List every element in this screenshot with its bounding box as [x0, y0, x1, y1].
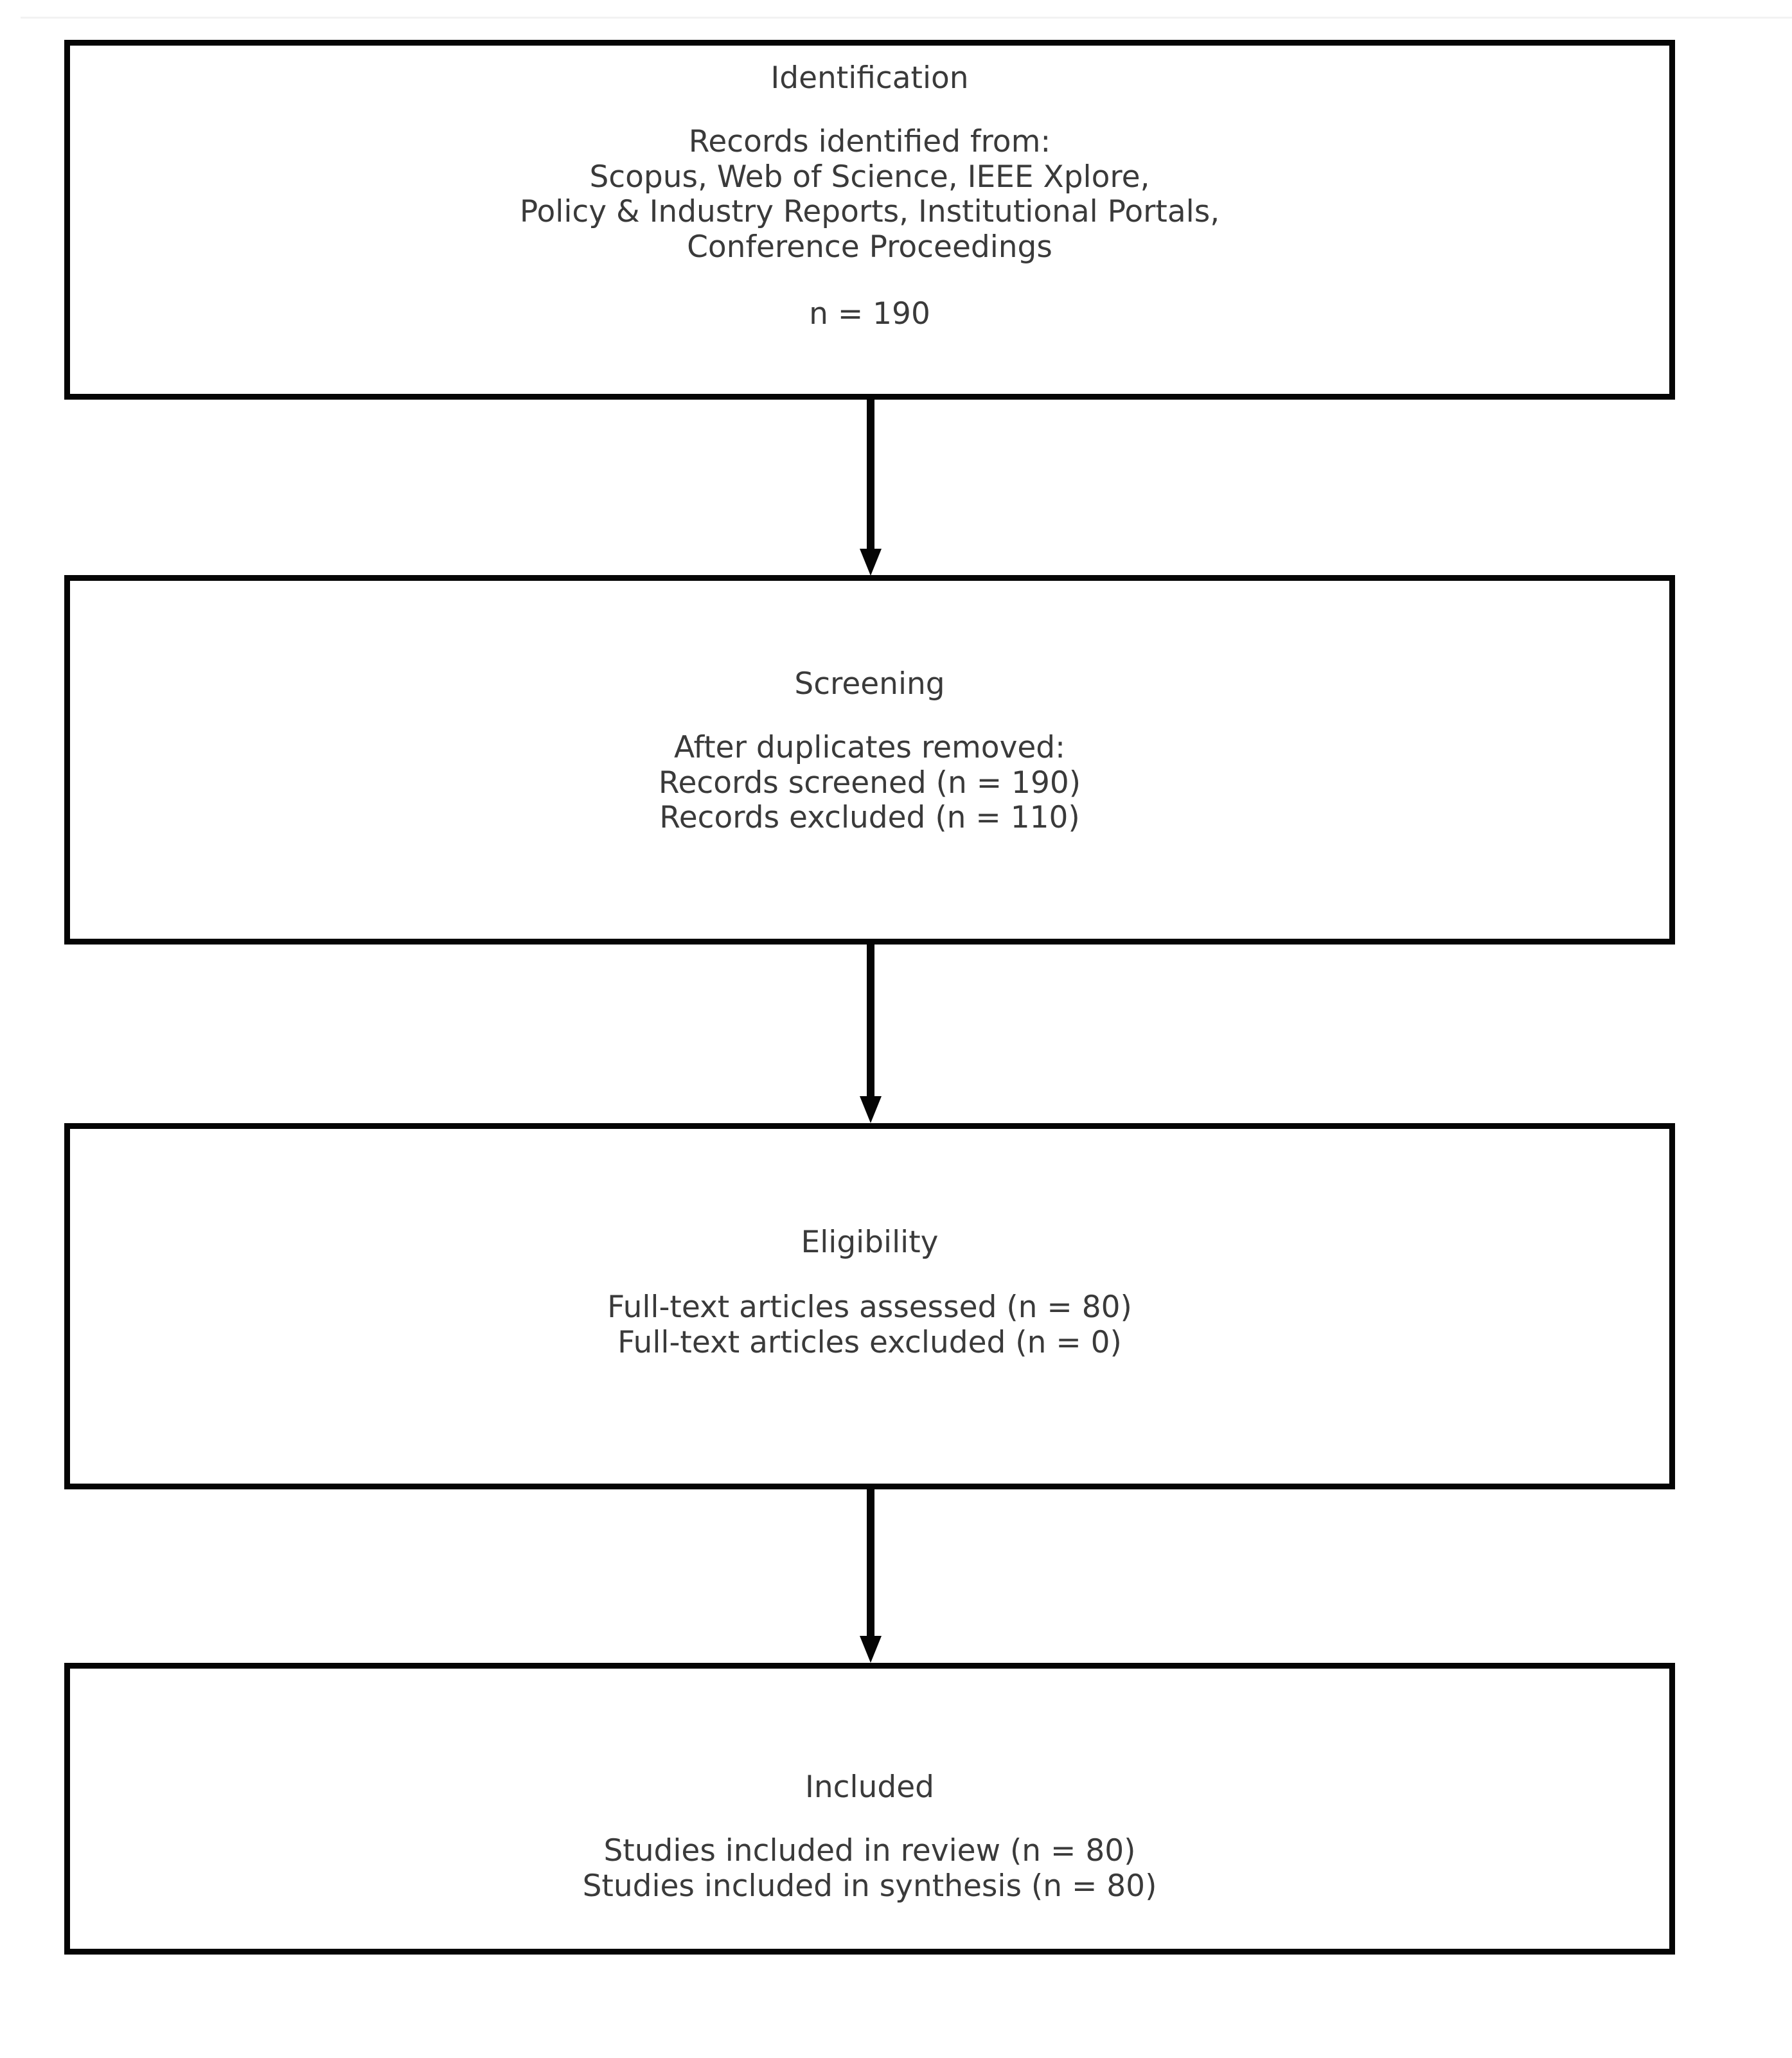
stage-count-identification: n = 190 [809, 296, 930, 332]
body-line: Full-text articles excluded (n = 0) [617, 1324, 1122, 1360]
stage-box-identification: Identification Records identified from: … [64, 40, 1675, 400]
body-line: Records excluded (n = 110) [659, 800, 1080, 836]
stage-body-screening: After duplicates removed: Records screen… [659, 731, 1081, 836]
arrow-head-down-icon [860, 1096, 882, 1123]
stage-body-identification: Records identified from: Scopus, Web of … [520, 125, 1220, 265]
stage-box-eligibility: Eligibility Full-text articles assessed … [64, 1123, 1675, 1489]
body-line: Policy & Industry Reports, Institutional… [519, 194, 1220, 230]
arrow-head-down-icon [860, 549, 882, 576]
stage-title-screening: Screening [794, 666, 945, 702]
arrow-shaft [867, 398, 874, 550]
body-line: Conference Proceedings [687, 229, 1052, 265]
arrow-screening-to-eligibility [860, 943, 882, 1124]
stage-body-included: Studies included in review (n = 80) Stud… [583, 1834, 1157, 1904]
arrow-identification-to-screening [860, 398, 882, 577]
body-line: Scopus, Web of Science, IEEE Xplore, [589, 159, 1150, 195]
top-hairline-divider [21, 17, 1792, 19]
stage-title-identification: Identification [770, 60, 969, 96]
stage-box-screening: Screening After duplicates removed: Reco… [64, 575, 1675, 945]
stage-title-eligibility: Eligibility [801, 1225, 939, 1260]
body-line: Full-text articles assessed (n = 80) [607, 1290, 1132, 1326]
arrow-shaft [867, 943, 874, 1097]
arrow-head-down-icon [860, 1636, 882, 1663]
stage-title-included: Included [805, 1770, 934, 1805]
body-line: Studies included in synthesis (n = 80) [582, 1868, 1157, 1904]
body-line: Records identified from: [688, 124, 1051, 160]
body-line: Studies included in review (n = 80) [603, 1833, 1136, 1869]
arrow-eligibility-to-included [860, 1488, 882, 1664]
stage-body-eligibility: Full-text articles assessed (n = 80) Ful… [607, 1290, 1132, 1360]
body-line: Records screened (n = 190) [658, 765, 1081, 801]
body-line: After duplicates removed: [674, 730, 1065, 766]
stage-box-included: Included Studies included in review (n =… [64, 1663, 1675, 1955]
arrow-shaft [867, 1488, 874, 1637]
